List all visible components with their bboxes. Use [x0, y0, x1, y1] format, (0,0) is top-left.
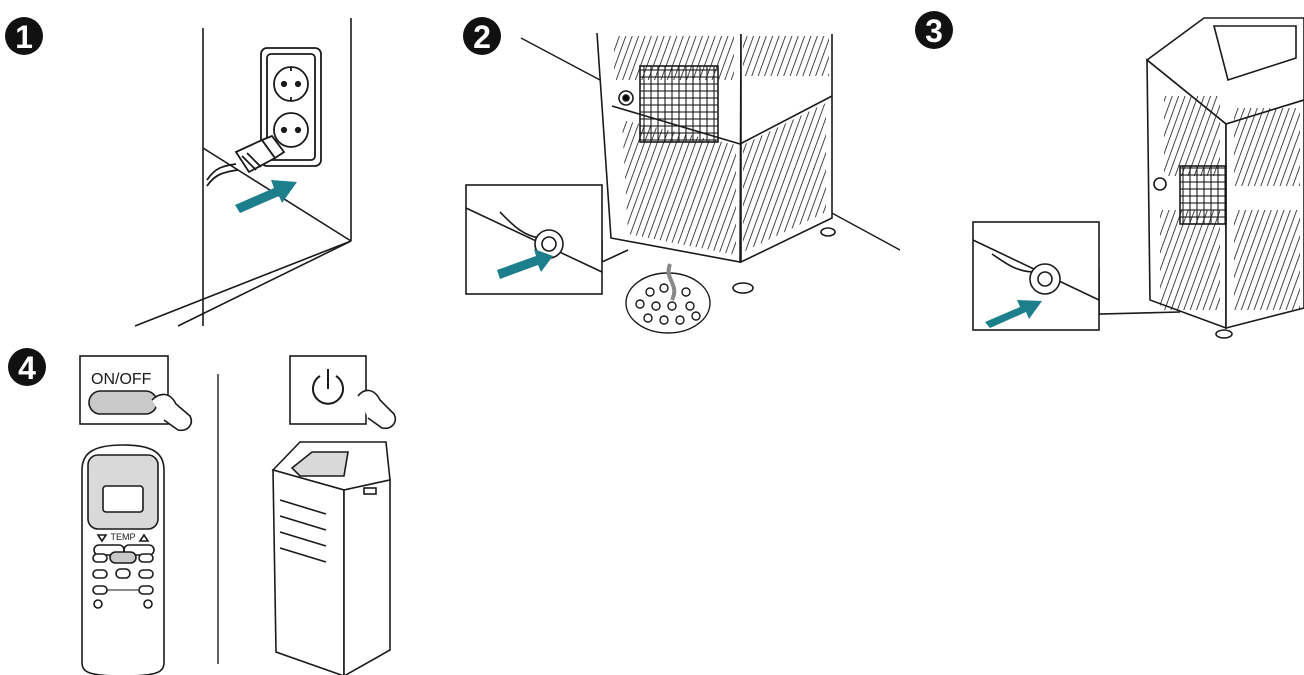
remote-button[interactable] [94, 600, 102, 608]
step-2-number: 2 [473, 19, 491, 55]
remote-button[interactable] [93, 570, 107, 578]
step-2: 2 [463, 17, 900, 333]
remote-control: TEMP [82, 445, 164, 675]
step-1-badge: 1 [5, 17, 43, 55]
step-4: 4 ON/OFF TEMP [8, 348, 395, 675]
step-3-number: 3 [925, 13, 943, 49]
air-conditioner-rear [597, 33, 835, 293]
power-callout [290, 356, 395, 428]
remote-button[interactable] [139, 586, 153, 594]
drain-plug-zoom [466, 185, 628, 294]
pull-out-arrow-icon [235, 180, 297, 213]
onoff-button[interactable] [89, 391, 157, 414]
onoff-callout: ON/OFF [80, 356, 191, 430]
remote-button[interactable] [93, 586, 107, 594]
drain-tray [626, 264, 710, 333]
air-conditioner-side [1147, 18, 1304, 338]
remote-button[interactable] [93, 554, 107, 562]
step-1-number: 1 [15, 19, 33, 55]
air-conditioner-front [273, 442, 390, 675]
step-2-badge: 2 [463, 17, 501, 55]
remote-button[interactable] [139, 554, 153, 562]
remote-onoff-button[interactable] [110, 552, 136, 563]
step-1: 1 [5, 17, 351, 326]
onoff-label: ON/OFF [91, 371, 152, 388]
step-3-badge: 3 [915, 11, 953, 49]
step-4-badge: 4 [8, 348, 46, 386]
temp-label: TEMP [110, 532, 135, 542]
remote-button[interactable] [139, 570, 153, 578]
remote-button[interactable] [116, 569, 130, 578]
remote-button[interactable] [144, 600, 152, 608]
step-3: 3 [915, 11, 1304, 338]
step-4-number: 4 [18, 350, 36, 386]
